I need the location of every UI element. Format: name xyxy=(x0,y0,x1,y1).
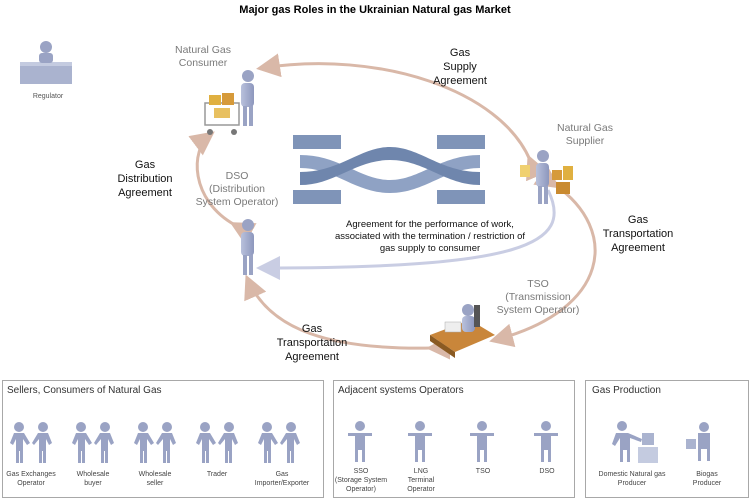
agreement-line: Agreement xyxy=(285,351,339,363)
caption-line: Domestic Natural gas xyxy=(598,471,666,478)
tso-label-line: (Transmission xyxy=(505,291,571,303)
gas-exchange-operator-caption: Gas Exchanges Operator xyxy=(3,470,59,488)
caption-line: Importer/Exporter xyxy=(254,480,310,487)
tso-label: TSO (Transmission System Operator) xyxy=(478,278,598,317)
wholesale-seller-caption: Wholesale seller xyxy=(127,470,183,488)
dso-label: DSO (Distribution System Operator) xyxy=(182,170,292,209)
adjacent-panel: Adjacent systems Operators SSO (Storage … xyxy=(333,380,575,498)
agreement-line: associated with the termination / restri… xyxy=(334,231,526,242)
supply-agreement-arrow xyxy=(256,53,549,182)
importer-exporter-caption: Gas Importer/Exporter xyxy=(249,470,315,488)
supplier-label-line: Natural Gas xyxy=(556,122,614,134)
transport-bottom-agreement-label: Gas Transportation Agreement xyxy=(262,322,362,364)
termination-agreement-arrow xyxy=(256,189,556,280)
caption-line: DSO xyxy=(539,468,555,475)
adjacent-figures xyxy=(348,421,558,462)
caption-line: Operator xyxy=(407,486,435,493)
caption-line: Gas Exchanges xyxy=(6,471,56,478)
sellers-panel-title: Sellers, Consumers of Natural Gas xyxy=(7,385,162,396)
production-panel-title: Gas Production xyxy=(592,385,661,396)
sso-caption: SSO (Storage System Operator) xyxy=(334,467,388,494)
caption-line: Wholesale xyxy=(138,471,172,478)
agreement-line: Agreement xyxy=(433,75,487,87)
tso-label-line: System Operator) xyxy=(496,304,580,316)
ukrainian-gas-logo xyxy=(293,135,485,204)
consumer-icon xyxy=(204,70,254,135)
caption-line: Operator) xyxy=(346,486,376,493)
caption-line: Producer xyxy=(617,480,647,487)
domestic-producer-caption: Domestic Natural gas Producer xyxy=(590,470,674,488)
agreement-line: gas supply to consumer xyxy=(379,243,481,254)
caption-line: buyer xyxy=(84,480,102,487)
regulator-icon xyxy=(20,41,72,84)
caption-line: seller xyxy=(146,480,164,487)
transport-bottom-arrow xyxy=(244,274,451,360)
caption-line: LNG xyxy=(413,468,429,475)
caption-line: Wholesale xyxy=(76,471,110,478)
sellers-panel: Sellers, Consumers of Natural Gas Gas Ex… xyxy=(2,380,324,498)
agreement-line: Distribution xyxy=(117,173,173,185)
dso-label-line: DSO xyxy=(225,170,249,182)
agreement-line: Gas xyxy=(449,47,471,59)
caption-line: (Storage System xyxy=(334,477,388,484)
diagram-title: Major gas Roles in the Ukrainian Natural… xyxy=(239,4,511,16)
agreement-line: Supply xyxy=(443,61,477,73)
caption-line: Operator xyxy=(17,480,45,487)
consumer-label: Natural Gas Consumer xyxy=(158,44,248,70)
caption-line: Producer xyxy=(692,480,722,487)
agreement-line: Transportation xyxy=(276,337,348,349)
lng-operator-caption: LNG Terminal Operator xyxy=(394,467,448,494)
dso-label-line: (Distribution xyxy=(208,183,266,195)
caption-line: Trader xyxy=(206,471,228,478)
agreement-line: Gas xyxy=(301,323,323,335)
sellers-figures xyxy=(10,422,300,463)
tso-icon xyxy=(430,304,495,358)
production-panel: Gas Production Domestic Natural gas Prod… xyxy=(585,380,749,498)
supplier-label: Natural Gas Supplier xyxy=(540,122,630,148)
consumer-label-line: Consumer xyxy=(178,57,228,69)
agreement-line: Agreement xyxy=(611,242,665,254)
caption-line: SSO xyxy=(353,468,369,475)
biogas-producer-caption: Biogas Producer xyxy=(682,470,732,488)
dso-label-line: System Operator) xyxy=(195,196,279,208)
transport-right-arrow xyxy=(489,164,597,348)
tso-caption: TSO xyxy=(456,467,510,476)
adjacent-panel-title: Adjacent systems Operators xyxy=(338,385,464,396)
supplier-label-line: Supplier xyxy=(565,135,605,147)
caption-line: Terminal xyxy=(407,477,435,484)
caption-line: Gas xyxy=(275,471,289,478)
agreement-line: Agreement xyxy=(118,187,172,199)
dso-icon xyxy=(241,219,254,275)
wholesale-buyer-caption: Wholesale buyer xyxy=(65,470,121,488)
dso-caption: DSO xyxy=(520,467,574,476)
transport-right-agreement-label: Gas Transportation Agreement xyxy=(588,213,688,255)
caption-line: Biogas xyxy=(696,471,718,478)
consumer-label-line: Natural Gas xyxy=(174,44,232,56)
agreement-line: Gas xyxy=(134,159,156,171)
supply-agreement-label: Gas Supply Agreement xyxy=(415,46,505,88)
supplier-icon xyxy=(520,150,573,204)
production-figures xyxy=(612,421,710,463)
tso-label-line: TSO xyxy=(527,278,549,290)
caption-line: TSO xyxy=(475,468,491,475)
distribution-agreement-label: Gas Distribution Agreement xyxy=(100,158,190,200)
termination-agreement-label: Agreement for the performance of work, a… xyxy=(320,219,540,255)
agreement-line: Gas xyxy=(627,214,649,226)
agreement-line: Agreement for the performance of work, xyxy=(346,219,514,230)
distribution-agreement-arrow xyxy=(188,131,257,245)
agreement-line: Transportation xyxy=(602,228,674,240)
trader-caption: Trader xyxy=(189,470,245,479)
regulator-label: Regulator xyxy=(32,93,64,100)
